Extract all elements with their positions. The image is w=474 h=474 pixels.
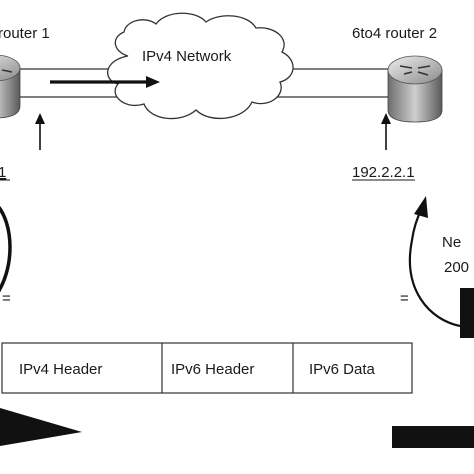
right-address: 192.2.2.1 bbox=[352, 164, 415, 181]
cloud-icon bbox=[107, 12, 294, 120]
right-edge-shape bbox=[460, 288, 474, 338]
bottom-right-bar bbox=[392, 426, 474, 448]
left-curved-arrow-icon bbox=[0, 206, 12, 293]
right-side-text-line2: 200 bbox=[444, 259, 469, 276]
packet-cell-ipv6-data: IPv6 Data bbox=[309, 361, 376, 378]
right-router-label: 6to4 router 2 bbox=[352, 25, 437, 42]
right-curved-arrow-icon bbox=[408, 196, 461, 328]
packet-cell-ipv6-header: IPv6 Header bbox=[171, 361, 254, 378]
right-equals: = bbox=[400, 290, 409, 307]
left-up-arrow-icon bbox=[35, 113, 45, 150]
right-side-text-line1: Ne bbox=[442, 234, 461, 251]
network-label: IPv4 Network bbox=[142, 48, 232, 65]
flow-arrow-icon bbox=[50, 76, 160, 88]
bottom-left-arrow-icon bbox=[0, 408, 82, 446]
left-address: 1 bbox=[0, 164, 6, 181]
right-up-arrow-icon bbox=[381, 113, 391, 150]
left-equals: = bbox=[2, 290, 11, 307]
packet-cell-ipv4-header: IPv4 Header bbox=[19, 361, 102, 378]
left-router-icon bbox=[0, 54, 21, 119]
left-router-label: router 1 bbox=[0, 25, 50, 42]
right-router-icon bbox=[387, 55, 443, 123]
packet-structure bbox=[1, 342, 413, 394]
